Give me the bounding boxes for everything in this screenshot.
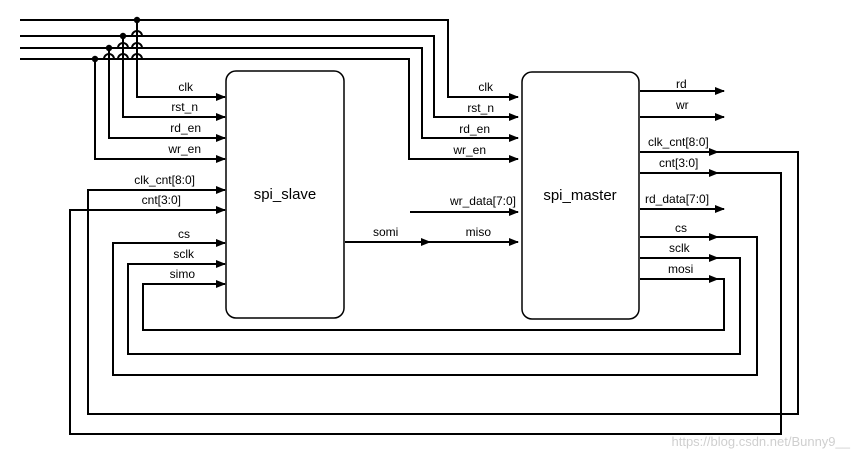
slave-in-clk-cnt-label: clk_cnt[8:0] [134,173,195,187]
master-feedback-outputs [640,148,719,283]
junction-dot [119,32,127,40]
global-input-bus [20,16,519,163]
spi-slave-title: spi_slave [254,186,317,203]
master-out-sclk-label: sclk [669,241,691,255]
master-in-miso-label: miso [466,225,492,239]
spi-slave-block [225,70,345,319]
master-outputs [640,87,725,213]
master-out-clk-cnt-label: clk_cnt[8:0] [648,135,709,149]
junction-dot [91,55,99,63]
slave-in-rd-en-label: rd_en [170,121,201,135]
spi-master-title: spi_master [543,187,616,204]
slave-in-clk-label: clk [178,80,194,94]
slave-in-wr-en-label: wr_en [167,142,201,156]
feedback-wires [69,151,799,435]
slave-in-rst-n-label: rst_n [171,100,198,114]
master-out-rd-data-label: rd_data[7:0] [645,192,709,206]
master-in-wr-en-label: wr_en [452,143,486,157]
slave-in-cs-label: cs [178,227,190,241]
watermark-text: https://blog.csdn.net/Bunny9__ [671,434,850,449]
spi-master-block [521,71,640,320]
master-out-mosi-label: mosi [668,262,693,276]
slave-in-cnt-label: cnt[3:0] [142,193,181,207]
master-in-rd-en-label: rd_en [459,122,490,136]
master-out-cnt-label: cnt[3:0] [659,156,698,170]
data-links [345,208,519,246]
junction-dot [133,16,141,24]
master-in-wr-data-label: wr_data[7:0] [449,194,516,208]
junction-dot [105,44,113,52]
master-in-rst-n-label: rst_n [467,101,494,115]
master-out-wr-label: wr [675,98,689,112]
slave-out-somi-label: somi [373,225,398,239]
slave-in-sclk-label: sclk [173,247,195,261]
slave-in-simo-label: simo [170,267,196,281]
master-out-rd-label: rd [676,77,687,91]
master-in-clk-label: clk [478,80,494,94]
master-out-cs-label: cs [675,221,687,235]
